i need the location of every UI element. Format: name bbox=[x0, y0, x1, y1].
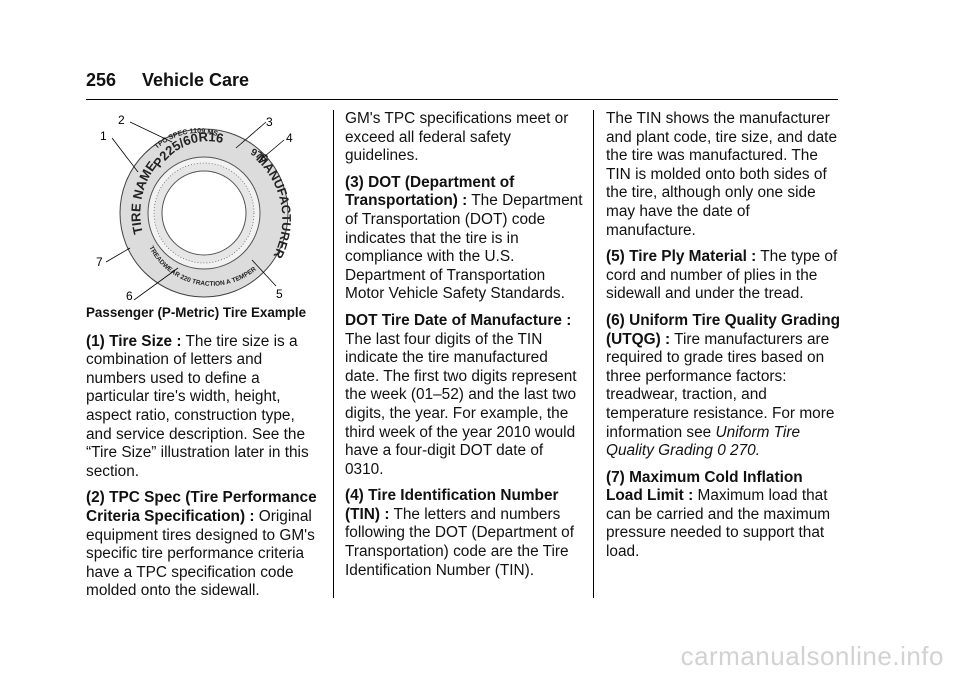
callout-leaders bbox=[105, 121, 285, 300]
term-tpc-spec: (2) TPC Spec (Tire Performance Criteria … bbox=[86, 489, 317, 525]
tire-rim-opening bbox=[161, 170, 247, 256]
text-dot: The Department of Transportation (DOT) c… bbox=[345, 192, 583, 303]
paragraph-tin-details: The TIN shows the manufacturer and plant… bbox=[606, 110, 842, 240]
watermark: carmanualsonline.info bbox=[680, 641, 944, 671]
paragraph-tire-size: (1) Tire Size : The tire size is a combi… bbox=[86, 333, 322, 482]
callout-1: 1 bbox=[100, 129, 107, 143]
callout-6: 6 bbox=[126, 289, 133, 300]
term-tin: (4) Tire Identification Number (TIN) : bbox=[345, 487, 559, 523]
text-tin-details: The TIN shows the manufacturer and plant… bbox=[606, 110, 838, 239]
column-2: GM's TPC specifications meet or exceed a… bbox=[345, 110, 583, 588]
paragraph-tin: (4) Tire Identification Number (TIN) : T… bbox=[345, 487, 583, 580]
utqg-link[interactable]: Uniform Tire Quality Grading bbox=[606, 423, 801, 460]
page-ref-icon: 0 bbox=[717, 442, 726, 460]
utqg-page-ref: 270. bbox=[725, 442, 761, 460]
text-tin: The letters and numbers following the DO… bbox=[345, 505, 574, 579]
section-title: Vehicle Care bbox=[142, 70, 250, 90]
page-header: 256 Vehicle Care bbox=[86, 70, 838, 100]
callout-numbers: 1 2 3 4 5 6 7 bbox=[96, 113, 293, 300]
figure-caption: Passenger (P-Metric) Tire Example bbox=[86, 305, 307, 320]
text-ply: The type of cord and number of plies in … bbox=[606, 248, 838, 303]
callout-4: 4 bbox=[286, 131, 293, 145]
tire-diagram: TIRE NAME TPC SPEC 1109 MS P225/60R16 97… bbox=[86, 110, 293, 300]
text-load-limit: Maximum load that can be carried and the… bbox=[606, 487, 831, 561]
tire-illustration: TIRE NAME TPC SPEC 1109 MS P225/60R16 97… bbox=[86, 110, 322, 300]
column-divider-1 bbox=[333, 110, 334, 598]
paragraph-utqg: (6) Uniform Tire Quality Grading (UTQG) … bbox=[606, 312, 842, 461]
term-tire-size: (1) Tire Size : bbox=[86, 332, 182, 350]
text-tpc-spec: Original equipment tires designed to GM'… bbox=[86, 507, 315, 600]
text-tpc-continued: GM's TPC specifications meet or exceed a… bbox=[345, 110, 569, 165]
paragraph-tpc-continued: GM's TPC specifications meet or exceed a… bbox=[345, 110, 583, 166]
column-1: TIRE NAME TPC SPEC 1109 MS P225/60R16 97… bbox=[86, 110, 322, 609]
paragraph-ply: (5) Tire Ply Material : The type of cord… bbox=[606, 248, 842, 304]
callout-5: 5 bbox=[276, 287, 283, 300]
text-dot-date: The last four digits of the TIN indicate… bbox=[345, 330, 577, 478]
column-divider-2 bbox=[593, 110, 594, 598]
paragraph-dot-date: DOT Tire Date of Manufacture : The last … bbox=[345, 312, 583, 479]
term-ply: (5) Tire Ply Material : bbox=[606, 248, 757, 266]
paragraph-dot: (3) DOT (Department of Transportation) :… bbox=[345, 174, 583, 304]
paragraph-tpc-spec: (2) TPC Spec (Tire Performance Criteria … bbox=[86, 489, 322, 601]
term-dot-date: DOT Tire Date of Manufacture : bbox=[345, 311, 572, 329]
callout-7: 7 bbox=[96, 255, 103, 269]
paragraph-load-limit: (7) Maximum Cold Inflation Load Limit : … bbox=[606, 469, 842, 562]
page-number: 256 bbox=[86, 70, 117, 90]
callout-3: 3 bbox=[266, 115, 273, 129]
term-load-limit: (7) Maximum Cold Inflation Load Limit : bbox=[606, 468, 803, 505]
term-utqg: (6) Uniform Tire Quality Grading (UTQG) … bbox=[606, 311, 841, 348]
text-utqg: Tire manufacturers are required to grade… bbox=[606, 330, 835, 441]
term-dot: (3) DOT (Department of Transportation) : bbox=[345, 173, 515, 210]
header-rule bbox=[86, 99, 838, 100]
column-3: The TIN shows the manufacturer and plant… bbox=[606, 110, 842, 570]
text-tire-size: The tire size is a combination of letter… bbox=[86, 332, 309, 480]
callout-2: 2 bbox=[118, 113, 125, 127]
